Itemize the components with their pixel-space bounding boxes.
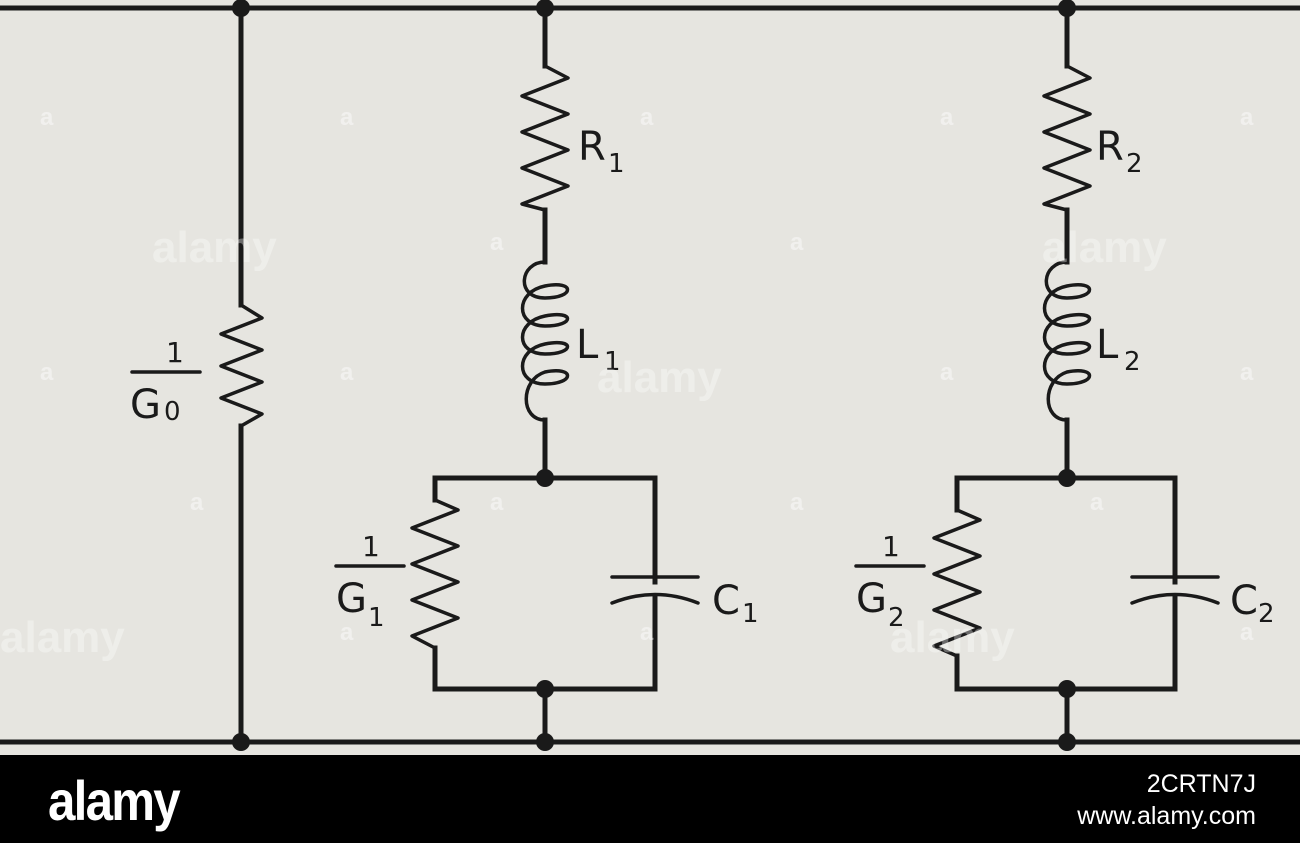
svg-text:a: a	[340, 619, 354, 646]
inductor-l1	[520, 260, 569, 422]
alamy-logo: alamy	[48, 769, 181, 832]
svg-text:G: G	[856, 576, 887, 622]
svg-text:1: 1	[362, 530, 380, 563]
svg-text:1: 1	[604, 347, 621, 377]
svg-text:L: L	[1096, 322, 1119, 368]
svg-text:a: a	[940, 104, 954, 131]
svg-text:1: 1	[166, 336, 184, 369]
label-c1: C 1	[712, 578, 759, 629]
label-l2: L 2	[1096, 322, 1141, 377]
resistor-g2	[932, 508, 982, 658]
svg-text:alamy: alamy	[890, 613, 1015, 662]
svg-text:R: R	[1096, 124, 1124, 170]
svg-text:L: L	[576, 322, 599, 368]
svg-text:2: 2	[1258, 599, 1275, 629]
label-g1: 1 G 1	[334, 530, 406, 633]
circuit-diagram: 1 G 0 R 1	[0, 0, 1300, 751]
svg-text:alamy: alamy	[0, 613, 125, 662]
svg-text:a: a	[490, 229, 504, 256]
branch-2	[932, 5, 1220, 745]
inductor-l2	[1042, 260, 1091, 422]
svg-text:a: a	[40, 359, 54, 386]
label-l1: L 1	[576, 322, 621, 377]
svg-text:a: a	[340, 359, 354, 386]
svg-text:G: G	[130, 382, 161, 428]
svg-text:alamy: alamy	[597, 353, 722, 402]
svg-text:a: a	[940, 359, 954, 386]
svg-text:a: a	[790, 229, 804, 256]
svg-text:2: 2	[1124, 347, 1141, 377]
svg-text:C: C	[1230, 578, 1258, 624]
svg-text:a: a	[1240, 359, 1254, 386]
watermark-overlay: alamy alamy alamy alamy alamy a a a a a …	[0, 104, 1254, 662]
site-url: www.alamy.com	[1077, 802, 1256, 830]
junction-nodes	[232, 0, 1076, 751]
resistor-r1	[520, 64, 570, 212]
svg-text:1: 1	[882, 530, 900, 563]
svg-text:R: R	[578, 124, 606, 170]
image-id: 2CRTN7J	[1146, 770, 1256, 798]
svg-text:a: a	[340, 104, 354, 131]
label-r1: R 1	[578, 124, 625, 179]
svg-text:a: a	[1090, 489, 1104, 516]
svg-text:2: 2	[1126, 149, 1143, 179]
shunt-resistor-g0	[219, 5, 264, 745]
svg-text:2: 2	[888, 603, 905, 633]
svg-text:G: G	[336, 576, 367, 622]
capacitor-c2	[1130, 575, 1220, 692]
svg-text:1: 1	[368, 603, 385, 633]
svg-text:a: a	[490, 489, 504, 516]
resistor-g1	[410, 498, 460, 650]
svg-text:alamy: alamy	[152, 223, 277, 272]
footer-bar: alamy 2CRTN7J www.alamy.com	[0, 755, 1300, 843]
branch-1	[410, 5, 700, 745]
svg-text:a: a	[640, 619, 654, 646]
svg-text:1: 1	[608, 149, 625, 179]
svg-text:a: a	[40, 104, 54, 131]
svg-text:a: a	[1240, 619, 1254, 646]
svg-text:0: 0	[164, 397, 181, 427]
capacitor-c1	[610, 575, 700, 692]
svg-text:a: a	[790, 489, 804, 516]
label-c2: C 2	[1230, 578, 1275, 629]
label-r2: R 2	[1096, 124, 1143, 179]
svg-text:C: C	[712, 578, 740, 624]
resistor-r2	[1042, 64, 1092, 212]
svg-text:alamy: alamy	[1042, 223, 1167, 272]
label-g0: 1 G 0	[130, 336, 202, 428]
svg-text:a: a	[640, 104, 654, 131]
svg-text:1: 1	[742, 599, 759, 629]
svg-text:a: a	[190, 489, 204, 516]
svg-text:a: a	[1240, 104, 1254, 131]
label-g2: 1 G 2	[854, 530, 926, 633]
